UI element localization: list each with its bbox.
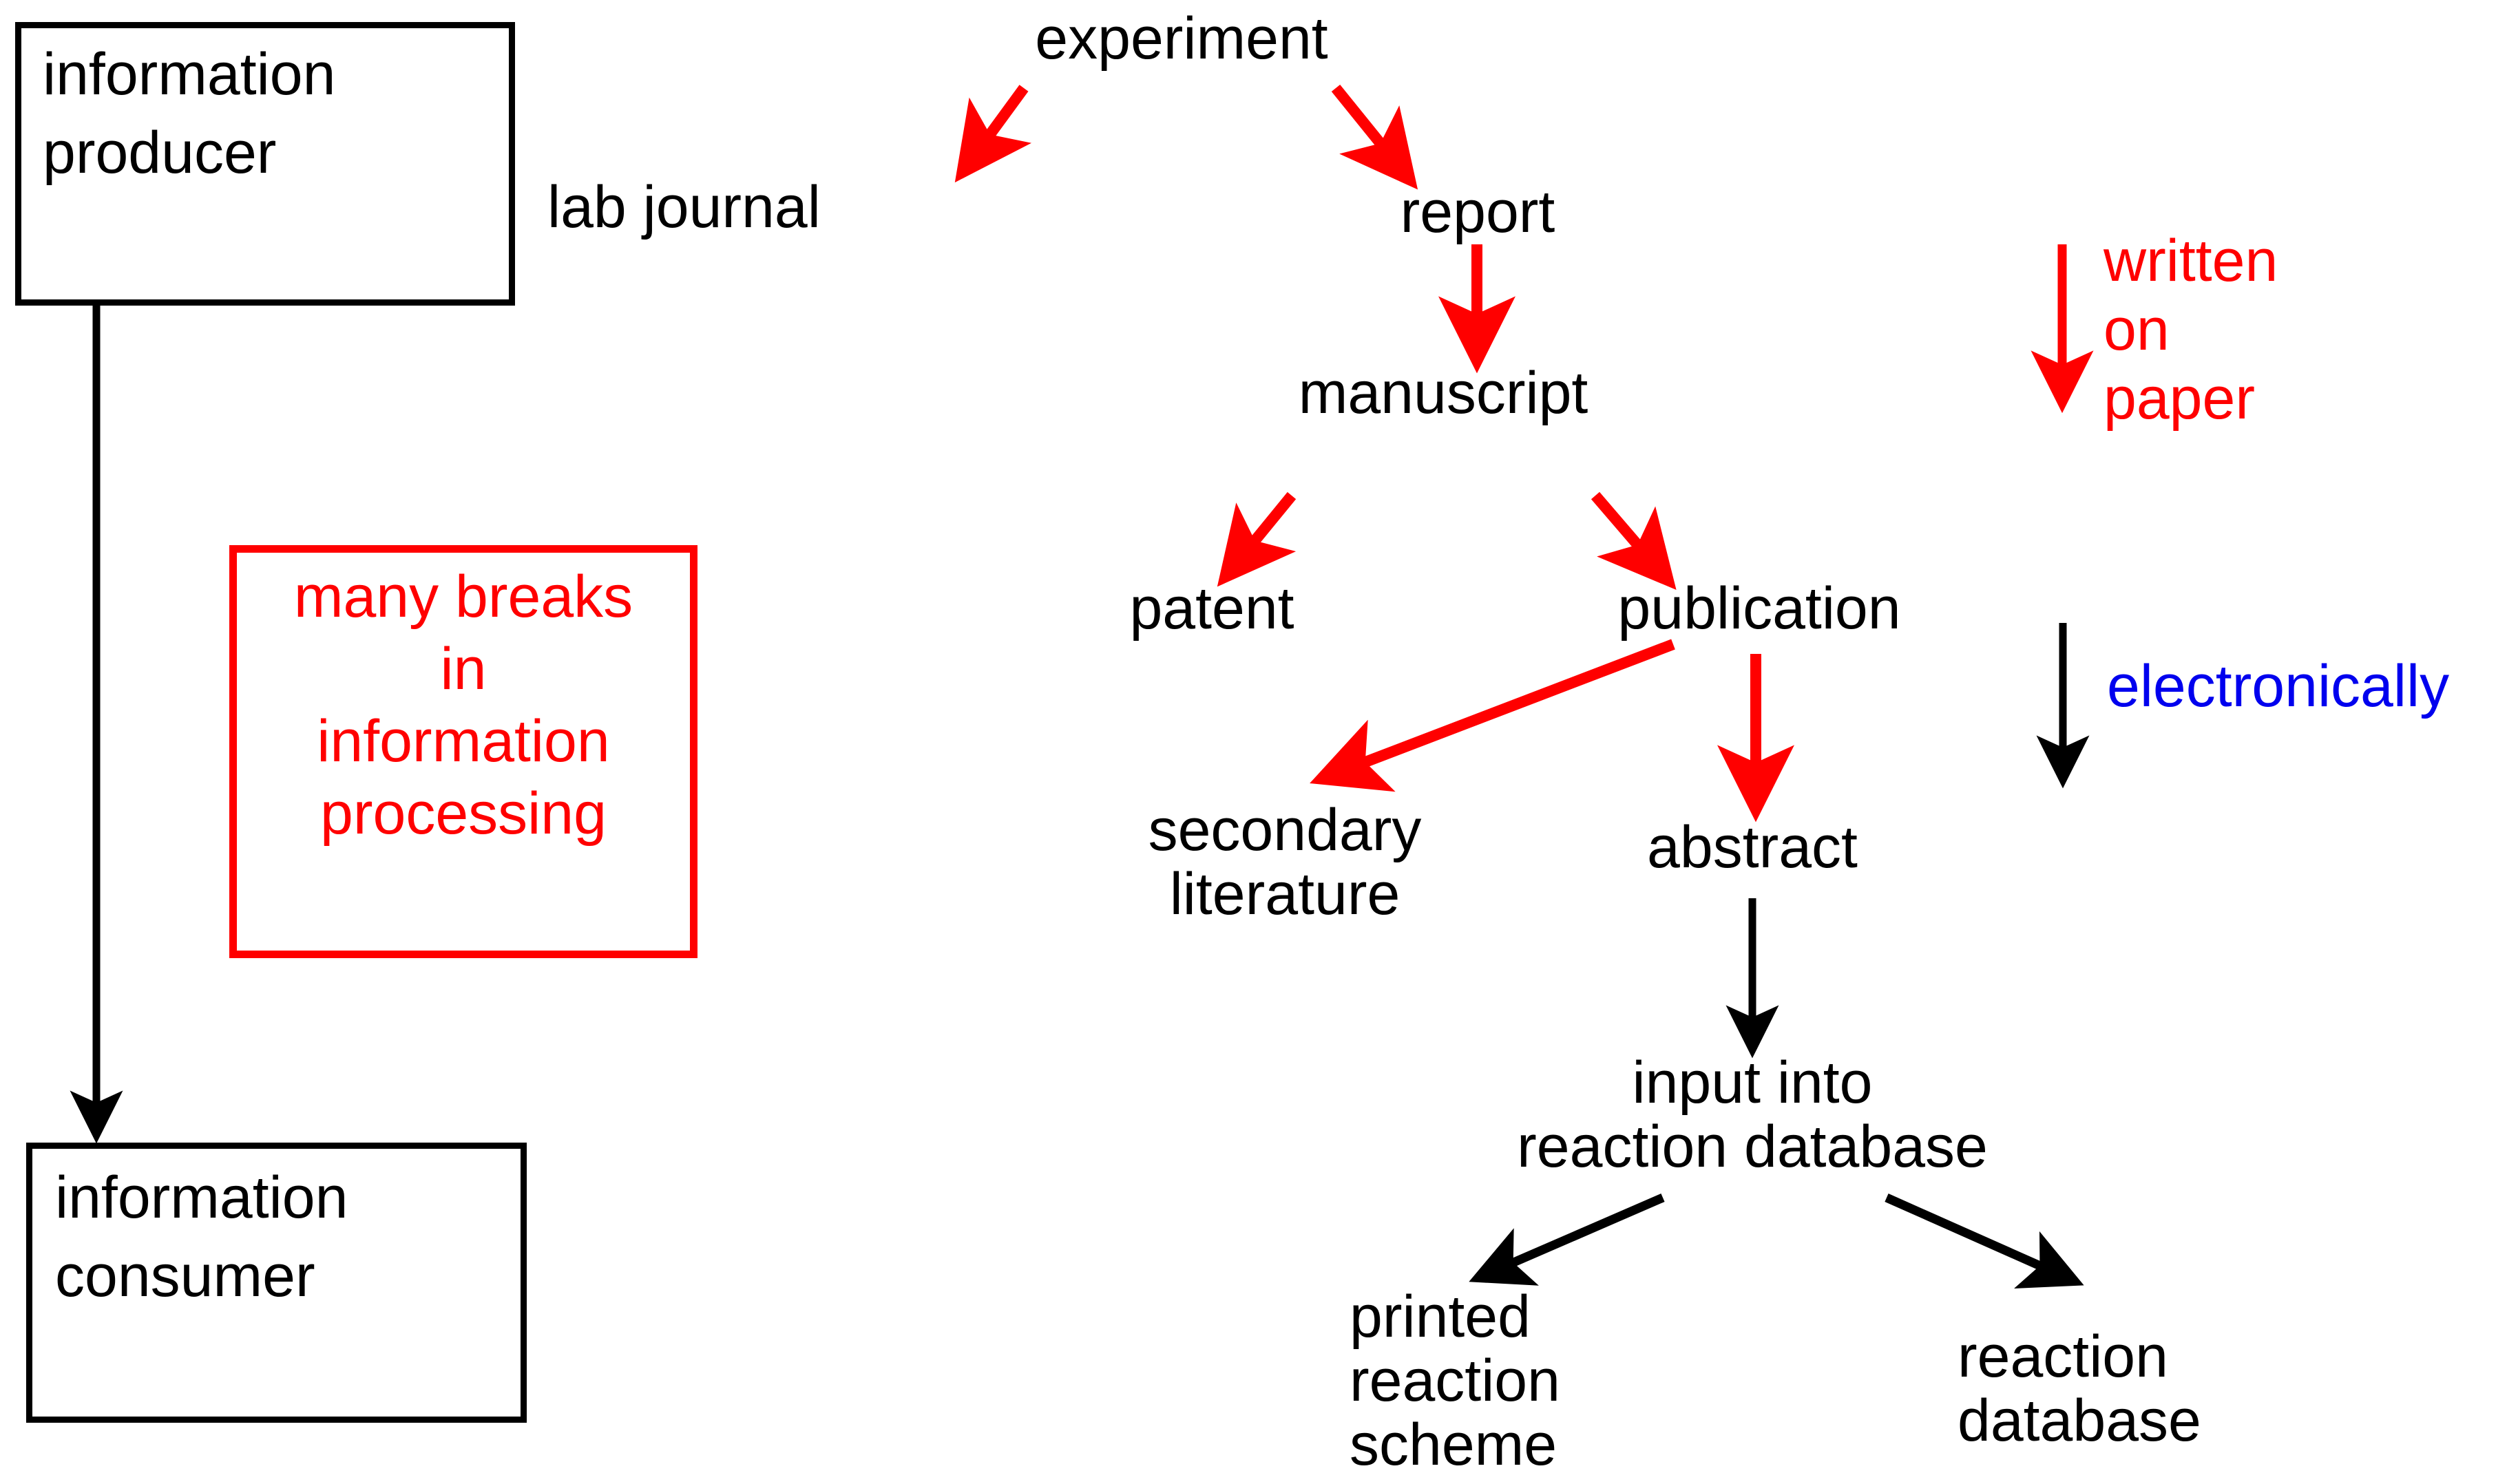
edge-manuscript-to-patent xyxy=(1217,491,1297,587)
edge-input-to-printed-reaction-scheme xyxy=(1469,1194,1665,1286)
node-input-into-reaction-database[interactable]: input into reaction database xyxy=(1517,1050,1988,1180)
node-publication[interactable]: publication xyxy=(1617,575,1901,642)
information-consumer-box[interactable] xyxy=(26,1143,527,1423)
node-reaction-database[interactable]: reaction database xyxy=(1958,1324,2201,1454)
edge-manuscript-to-publication xyxy=(1591,491,1677,590)
information-consumer-label: information consumer xyxy=(55,1165,348,1309)
node-report[interactable]: report xyxy=(1400,179,1555,245)
node-manuscript[interactable]: manuscript xyxy=(1298,360,1588,426)
annotation-written-on-paper: written on paper xyxy=(2103,228,2278,432)
edge-input-to-reaction-database xyxy=(1885,1194,2084,1289)
node-abstract[interactable]: abstract xyxy=(1647,814,1858,880)
edge-experiment-to-lab-journal xyxy=(954,85,1032,183)
edge-publication-to-secondary-literature xyxy=(1310,639,1675,792)
many-breaks-label: many breaks in information processing xyxy=(293,564,633,847)
information-producer-box[interactable] xyxy=(15,22,515,306)
node-printed-reaction-scheme[interactable]: printed reaction scheme xyxy=(1350,1284,1560,1478)
node-patent[interactable]: patent xyxy=(1129,575,1294,642)
edge-experiment-to-report xyxy=(1331,84,1418,190)
node-lab-journal[interactable]: lab journal xyxy=(547,174,821,240)
annotation-electronically: electronically xyxy=(2107,653,2450,719)
many-breaks-box[interactable] xyxy=(229,545,697,958)
node-experiment[interactable]: experiment xyxy=(1035,6,1328,72)
information-producer-label: information producer xyxy=(43,41,336,186)
node-secondary-literature[interactable]: secondary literature xyxy=(1148,797,1422,927)
